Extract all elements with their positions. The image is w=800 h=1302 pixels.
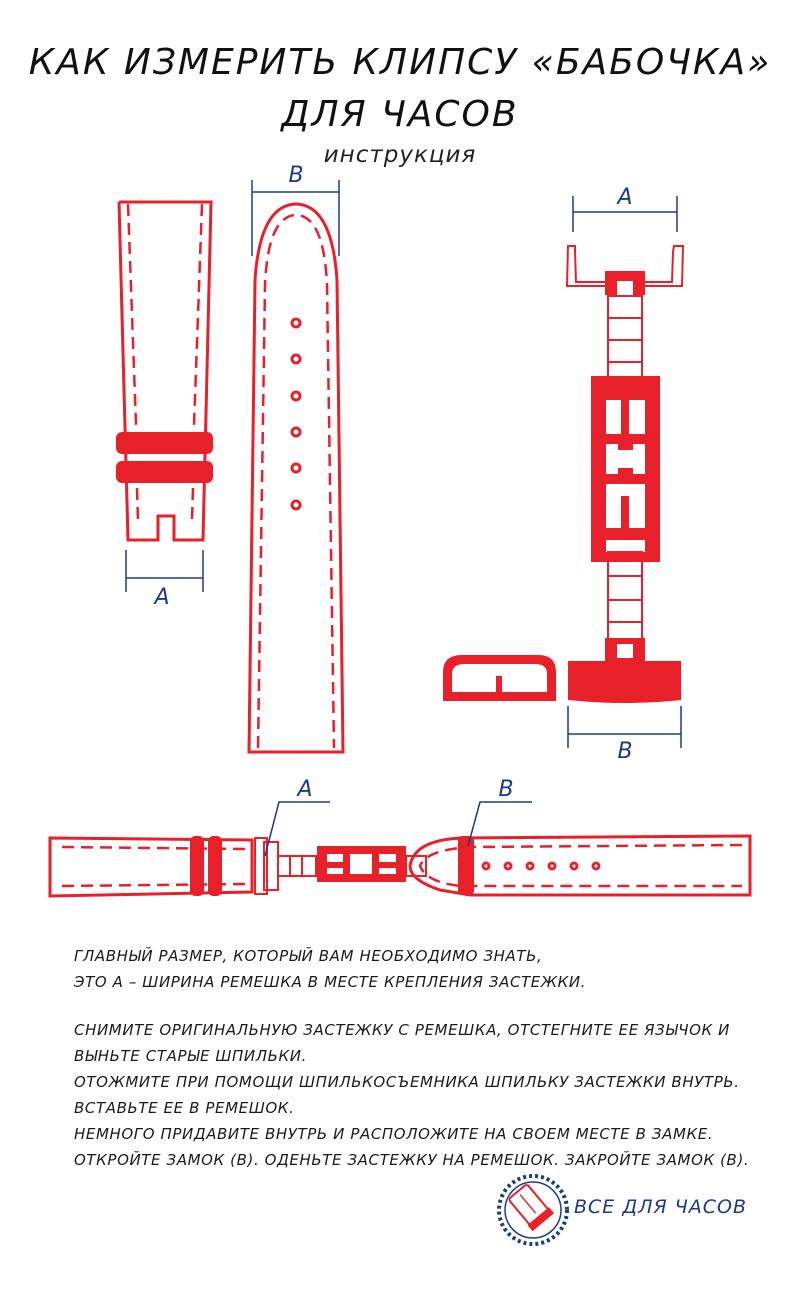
instruction-line: ВЫНЬТЕ СТАРЫЕ ШПИЛЬКИ. [74, 1047, 307, 1065]
instruction-line: ОТОЖМИТЕ ПРИ ПОМОЩИ ШПИЛЬКОСЪЕМНИКА ШПИЛ… [74, 1073, 740, 1091]
clasp-plate [568, 661, 681, 703]
dimension-label-a: A [295, 777, 312, 802]
page-title-line2: ДЛЯ ЧАСОВ [281, 94, 519, 135]
instruction-line: ВСТАВЬТЕ ЕЕ В РЕМЕШОК. [74, 1099, 295, 1117]
instruction-paragraph-steps: СНИМИТЕ ОРИГИНАЛЬНУЮ ЗАСТЕЖКУ С РЕМЕШКА,… [74, 1017, 774, 1173]
strap-keeper [116, 432, 213, 454]
buckle-frame [443, 655, 556, 701]
strap-keeper [116, 461, 213, 483]
dimension-a-left: A [125, 550, 204, 610]
brand-name[interactable]: ВСЕ ДЛЯ ЧАСОВ [574, 1196, 747, 1218]
dimension-label-a: A [152, 585, 169, 610]
assembled-strap-side-view: A B [48, 777, 752, 898]
instruction-line: ОТКРОЙТЕ ЗАМОК (B). ОДЕНЬТЕ ЗАСТЕЖКУ НА … [74, 1151, 750, 1169]
dimension-label-b: B [288, 163, 303, 188]
strap-hole [290, 462, 302, 474]
strap-hole [290, 317, 302, 329]
page-subtitle: инструкция [323, 142, 477, 168]
strap-with-holes [247, 202, 345, 754]
dimension-label-a: A [615, 185, 632, 210]
dimension-a-right: A [572, 185, 678, 232]
dimension-b-bottom: B [567, 706, 682, 764]
dimension-label-b: B [498, 777, 513, 802]
instruction-line: НЕМНОГО ПРИДАВИТЕ ВНУТРЬ И РАСПОЛОЖИТЕ Н… [74, 1125, 714, 1143]
page-title: КАК ИЗМЕРИТЬ КЛИПСУ «БАБОЧКА» [28, 42, 772, 83]
strap-hole [290, 499, 302, 511]
dimension-b-top: B [251, 163, 340, 256]
instruction-line: СНИМИТЕ ОРИГИНАЛЬНУЮ ЗАСТЕЖКУ С РЕМЕШКА,… [74, 1021, 730, 1039]
watch-strap-logo-icon [497, 1174, 569, 1246]
instruction-line: ЭТО А – ШИРИНА РЕМЕШКА В МЕСТЕ КРЕПЛЕНИЯ… [74, 973, 587, 991]
strap-hole [290, 353, 302, 365]
strap-hole [290, 390, 302, 402]
butterfly-clasp [443, 245, 685, 703]
strap-hole [290, 426, 302, 438]
instruction-paragraph-main-size: ГЛАВНЫЙ РАЗМЕР, КОТОРЫЙ ВАМ НЕОБХОДИМО З… [74, 943, 774, 995]
dimension-label-b: B [617, 739, 632, 764]
instruction-line: ГЛАВНЫЙ РАЗМЕР, КОТОРЫЙ ВАМ НЕОБХОДИМО З… [74, 947, 543, 965]
strap-end-with-keepers [116, 200, 213, 542]
